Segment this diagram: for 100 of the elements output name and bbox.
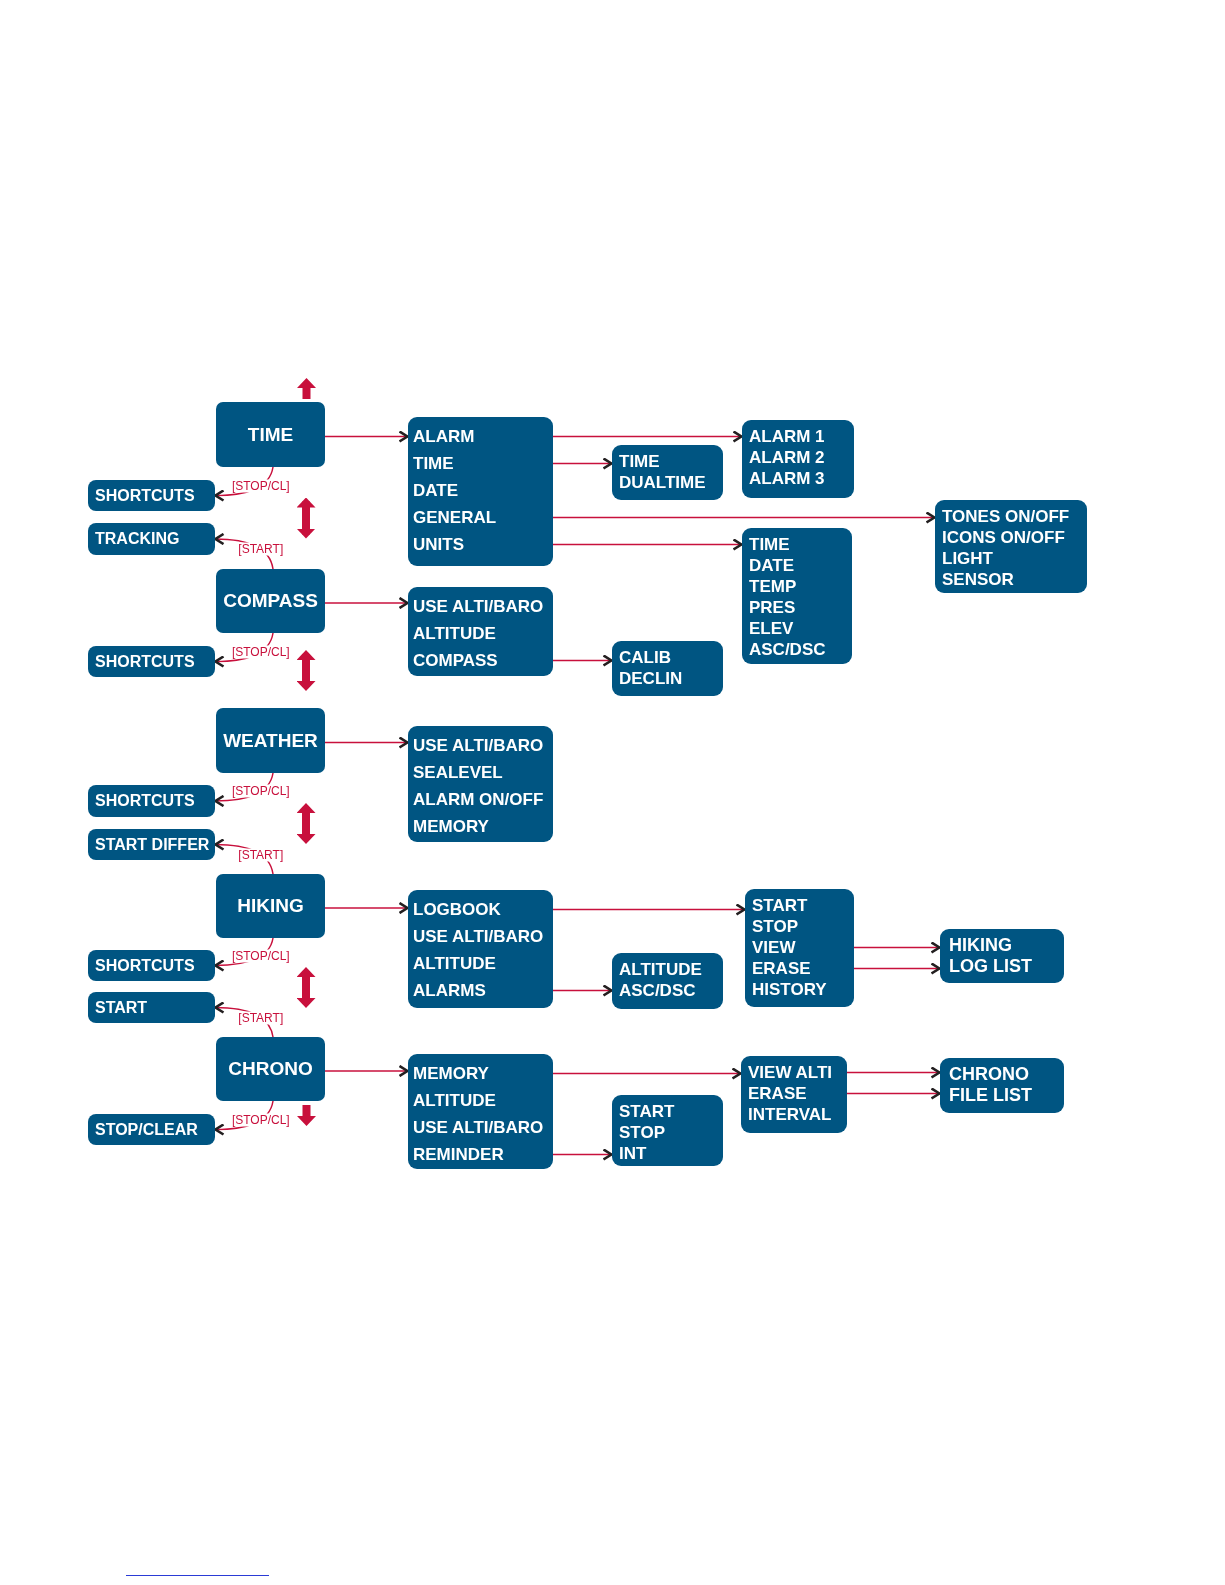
action-label: STOP/CLEAR bbox=[95, 1119, 198, 1140]
submenu-item: ERASE bbox=[752, 958, 811, 979]
menu-item: LOGBOOK bbox=[413, 899, 501, 921]
submenu-item: VIEW ALTI bbox=[748, 1062, 833, 1083]
edge-label: [STOP/CL] bbox=[230, 645, 291, 659]
arrow bbox=[552, 538, 743, 551]
submenu-item: DUALTIME bbox=[619, 472, 706, 493]
submenu-item: INTERVAL bbox=[748, 1104, 832, 1125]
edge-label: [STOP/CL] bbox=[230, 479, 291, 493]
submenu-item: ALARM 1 bbox=[749, 426, 825, 447]
menu-box bbox=[408, 890, 553, 1008]
arrow bbox=[846, 1066, 941, 1079]
arrow bbox=[324, 596, 409, 610]
edge-label: [STOP/CL] bbox=[230, 1113, 291, 1127]
submenu-item: TEMP bbox=[749, 576, 797, 597]
action-box bbox=[88, 785, 215, 817]
menu-item: REMINDER bbox=[413, 1144, 504, 1166]
menu-box bbox=[408, 417, 553, 566]
submenu-item: ELEV bbox=[749, 618, 794, 639]
edge-label: [STOP/CL] bbox=[230, 949, 291, 963]
submenu-item: INT bbox=[619, 1143, 647, 1164]
mode-name: CHRONO bbox=[228, 1057, 313, 1081]
action-label: SHORTCUTS bbox=[95, 485, 195, 506]
menu-item: USE ALTI/BARO bbox=[413, 926, 544, 948]
action-label: SHORTCUTS bbox=[95, 955, 195, 976]
submenu-item: ASC/DSC bbox=[749, 639, 826, 660]
submenu-box bbox=[742, 420, 854, 498]
edge-label: [START] bbox=[237, 542, 285, 556]
submenu-item: STOP bbox=[619, 1122, 665, 1143]
submenu-box bbox=[612, 641, 723, 696]
arrow bbox=[552, 511, 936, 524]
submenu-item: ALTITUDE bbox=[619, 959, 702, 980]
arrow bbox=[324, 736, 409, 749]
action-box bbox=[88, 480, 215, 511]
arrow bbox=[853, 941, 941, 954]
arrow bbox=[552, 430, 743, 443]
submenu-item: START bbox=[752, 895, 808, 916]
action-label: START DIFFER bbox=[95, 834, 210, 855]
submenu-item: TIME bbox=[749, 534, 790, 555]
arrow bbox=[324, 430, 409, 443]
submenu-item: CALIB bbox=[619, 647, 671, 668]
menu-item: TIME bbox=[413, 453, 454, 475]
arrow bbox=[552, 457, 613, 470]
arrow bbox=[552, 903, 746, 916]
menu-item: MEMORY bbox=[413, 1063, 489, 1085]
submenu-item: HIKING LOG LIST bbox=[949, 935, 1033, 977]
arrow bbox=[324, 901, 409, 915]
menu-item: ALTITUDE bbox=[413, 623, 496, 645]
arrow bbox=[324, 1064, 409, 1078]
submenu-item: VIEW bbox=[752, 937, 796, 958]
arrow bbox=[552, 654, 613, 667]
edge-label: [START] bbox=[237, 1011, 285, 1025]
double-arrow bbox=[296, 803, 316, 844]
action-box bbox=[88, 1114, 215, 1145]
submenu-box bbox=[612, 445, 723, 500]
menu-item: MEMORY bbox=[413, 816, 489, 838]
menu-box bbox=[408, 1054, 553, 1169]
menu-item: UNITS bbox=[413, 534, 464, 556]
menu-item: ALARM ON/OFF bbox=[413, 789, 544, 811]
submenu-item: ICONS ON/OFF bbox=[942, 527, 1065, 548]
submenu-box bbox=[741, 1056, 847, 1133]
menu-item: ALTITUDE bbox=[413, 953, 496, 975]
action-label: TRACKING bbox=[95, 529, 180, 549]
action-box bbox=[88, 646, 215, 677]
menu-item: USE ALTI/BARO bbox=[413, 735, 544, 757]
menu-item: USE ALTI/BARO bbox=[413, 596, 544, 618]
menu-box bbox=[408, 726, 553, 842]
edge-label: [STOP/CL] bbox=[230, 784, 291, 798]
submenu-item: ERASE bbox=[748, 1083, 807, 1104]
action-label: START bbox=[95, 997, 148, 1018]
action-label: SHORTCUTS bbox=[95, 791, 195, 811]
mode-box bbox=[216, 874, 325, 938]
mode-name: TIME bbox=[247, 422, 294, 447]
submenu-item: DECLIN bbox=[619, 668, 683, 689]
menu-item: COMPASS bbox=[413, 650, 498, 672]
submenu-item: STOP bbox=[752, 916, 798, 937]
submenu-item: TIME bbox=[619, 451, 660, 472]
menu-item: GENERAL bbox=[413, 507, 497, 529]
submenu-item: START bbox=[619, 1101, 675, 1122]
submenu-box bbox=[935, 500, 1087, 593]
arrow bbox=[552, 1067, 742, 1080]
mode-box bbox=[216, 402, 325, 467]
submenu-box bbox=[940, 1058, 1064, 1113]
submenu-item: ASC/DSC bbox=[619, 980, 696, 1001]
submenu-item: DATE bbox=[749, 555, 794, 576]
submenu-item: ALARM 2 bbox=[749, 447, 825, 468]
action-label: SHORTCUTS bbox=[95, 651, 195, 672]
submenu-box bbox=[612, 953, 723, 1009]
mode-box bbox=[216, 569, 325, 633]
menu-item: ALARM bbox=[413, 426, 475, 448]
submenu-item: TONES ON/OFF bbox=[942, 506, 1070, 527]
menu-item: ALARMS bbox=[413, 980, 486, 1002]
double-arrow bbox=[296, 967, 316, 1008]
double-arrow bbox=[296, 497, 316, 539]
mode-name: COMPASS bbox=[223, 589, 318, 613]
action-box bbox=[88, 950, 215, 981]
mode-box bbox=[216, 708, 325, 773]
submenu-item: SENSOR bbox=[942, 569, 1014, 590]
submenu-item: CHRONO FILE LIST bbox=[949, 1064, 1033, 1106]
menu-box bbox=[408, 587, 553, 676]
